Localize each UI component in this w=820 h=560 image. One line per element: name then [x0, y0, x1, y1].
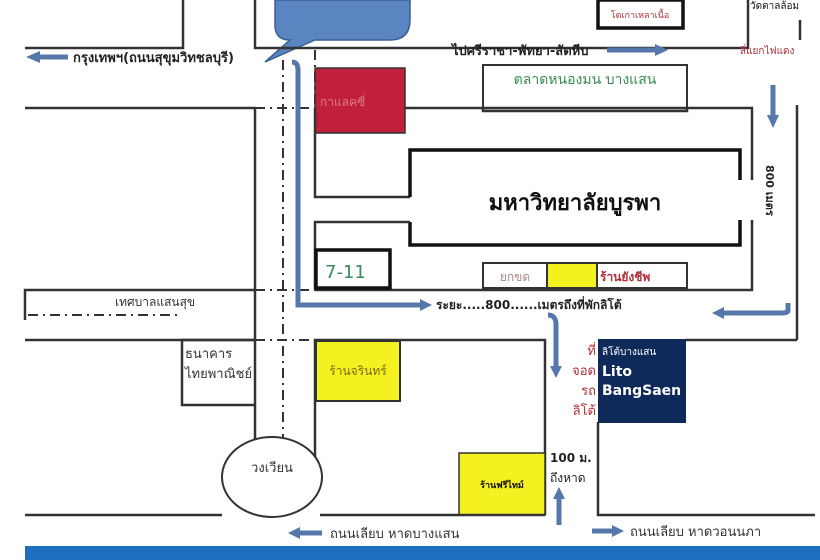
university-label: มหาวิทยาลัยบูรพา	[489, 191, 661, 217]
yok-khot-label: ยกขด	[500, 270, 530, 284]
to-sriracha-label: ไปศรีราชา-พัทยา-สัตหีบ	[450, 42, 588, 59]
market-edge	[481, 108, 689, 113]
parking-label-1: ที่	[587, 342, 596, 359]
speech-bubble	[264, 0, 411, 63]
sea	[25, 546, 820, 560]
jarin-shop-label: ร้านจรินทร์	[329, 364, 387, 378]
kuay-tiew-box	[596, 0, 685, 30]
freetime-shop-label: ร้านฟรีไทม์	[480, 479, 524, 491]
beach-road-wonnapa-label: ถนนเลียบ หาดวอนนภา	[630, 524, 761, 540]
yellow-shop-box	[546, 262, 598, 289]
route-arrow-parking	[547, 312, 559, 368]
to-beach-label-2: ถึงหาด	[550, 471, 586, 485]
lito-en-label-1: Lito	[602, 364, 632, 380]
roundabout	[221, 436, 323, 518]
bank-label-2: ไทยพาณิชย์	[184, 366, 252, 382]
block-edge	[596, 422, 815, 517]
university-outline-bottom	[408, 220, 742, 247]
to-beach-label-1: 100 ม.	[550, 451, 592, 465]
wat-tan-lom-label: วัดตาลล้อม	[750, 0, 799, 12]
university-outline-top	[408, 148, 742, 197]
block-top-middle	[253, 0, 750, 50]
block-top-left	[25, 0, 185, 50]
lito-en-label-2: BangSaen	[602, 383, 681, 399]
yang-cheep-box	[596, 262, 688, 289]
market-label: ตลาดหนองมน บางแสน	[514, 72, 657, 88]
road-edge	[23, 288, 255, 320]
traffic-light-label: สี่แยกไฟแดง	[740, 43, 795, 57]
beach-road-bangsaen-label: ถนนเลียบ หาดบางแสน	[330, 526, 460, 542]
seven-eleven-label: 7-11	[325, 262, 366, 283]
galaxy-box	[314, 67, 406, 134]
uni-edge	[315, 220, 754, 292]
distance-label: ระยะ.....800......เมตรถึงที่พักลิโต้	[436, 296, 622, 312]
road-edge-left	[25, 106, 257, 450]
bank-label-1: ธนาคาร	[185, 347, 232, 362]
kuay-tiew-label: โตเกาเหลาเนื้อ	[611, 8, 669, 21]
bank-box	[180, 338, 255, 407]
uni-edge	[313, 108, 410, 199]
galaxy-label: กาแลคซี่	[320, 93, 365, 109]
to-bangkok-label: กรุงเทพฯ(ถนนสุขุมวิทชลบุรี)	[73, 50, 234, 66]
route-arrow	[291, 59, 420, 308]
market-box	[482, 64, 688, 109]
parking-label-2: จอด	[572, 364, 596, 379]
freetime-shop-box	[458, 452, 546, 516]
roundabout-label: วงเวียน	[251, 460, 293, 476]
seven-eleven-box	[314, 248, 392, 290]
route-arrow-return	[724, 303, 791, 316]
distance-800-label: 800 เมตร	[763, 165, 776, 216]
lito-thai-label: ลิโต้บางแสน	[602, 345, 656, 358]
yang-cheep-label: ร้านยังชีพ	[600, 270, 650, 284]
lito-bangsaen-box	[598, 339, 686, 423]
saensuk-label: เทศบาลแสนสุข	[115, 295, 195, 310]
road-edge	[315, 106, 754, 180]
parking-label-4: ลิโต้	[573, 403, 596, 419]
jarin-shop-box	[315, 340, 401, 402]
parking-label-3: รถ	[581, 384, 596, 399]
